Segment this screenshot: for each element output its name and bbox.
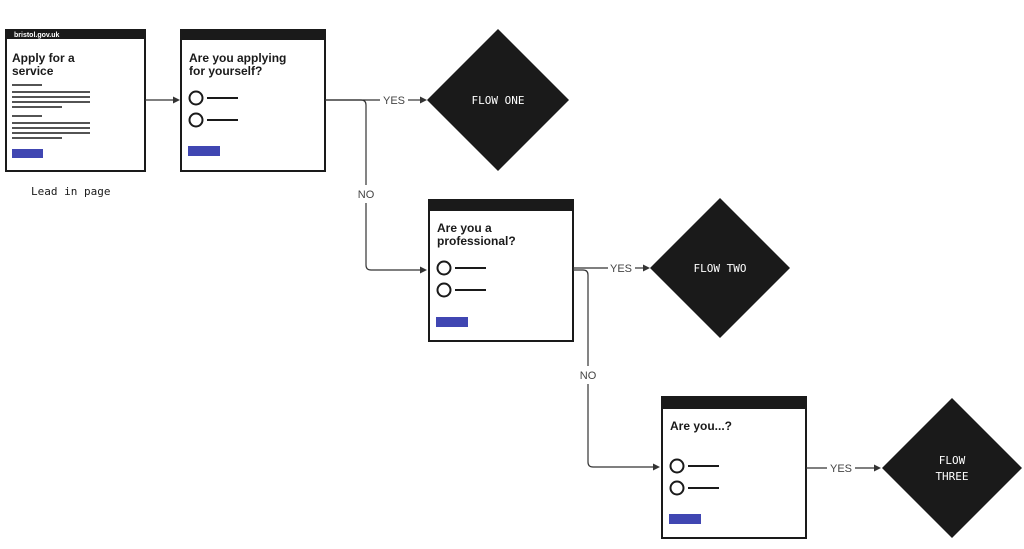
start-button-placeholder bbox=[12, 149, 43, 158]
yes-label: YES bbox=[610, 263, 632, 275]
no-label: NO bbox=[358, 189, 375, 201]
radio-option-2 bbox=[188, 112, 204, 128]
question-1-line-2: for yourself? bbox=[189, 64, 262, 78]
flow-two-label: FLOW TWO bbox=[694, 262, 747, 275]
connector-q3-yes: YES bbox=[806, 463, 881, 475]
continue-button-placeholder bbox=[436, 317, 468, 327]
flow-two-diamond: FLOW TWO bbox=[650, 198, 790, 338]
connector-q2-yes: YES bbox=[573, 263, 650, 275]
lead-in-title-line-1: Apply for a bbox=[12, 51, 75, 65]
connector-lead-to-q1 bbox=[145, 96, 180, 104]
yes-label: YES bbox=[830, 463, 852, 475]
question-2-line-1: Are you a bbox=[437, 221, 492, 235]
radio-option-2 bbox=[436, 282, 452, 298]
card-header-bar bbox=[429, 200, 573, 211]
flow-three-label-line-1: FLOW bbox=[939, 454, 966, 467]
lead-in-caption: Lead in page bbox=[31, 185, 110, 198]
connector-q2-no: NO bbox=[573, 269, 660, 471]
lead-in-title-line-2: service bbox=[12, 64, 54, 78]
continue-button-placeholder bbox=[669, 514, 701, 524]
connector-q1-yes: YES bbox=[325, 95, 427, 107]
yes-label: YES bbox=[383, 95, 405, 107]
no-label: NO bbox=[580, 370, 597, 382]
lead-in-page-card: bristol.gov.uk Apply for a service bbox=[5, 29, 146, 172]
card-header-bar bbox=[662, 397, 806, 409]
radio-option-1 bbox=[669, 458, 685, 474]
site-domain-label: bristol.gov.uk bbox=[14, 32, 59, 39]
question-3-line-1: Are you...? bbox=[670, 419, 732, 433]
flow-one-label: FLOW ONE bbox=[472, 94, 525, 107]
flow-three-label-line-2: THREE bbox=[935, 470, 968, 483]
radio-option-1 bbox=[436, 260, 452, 276]
connector-q1-no: NO bbox=[325, 99, 427, 274]
flow-three-diamond: FLOW THREE bbox=[882, 398, 1022, 538]
browser-header-bar bbox=[6, 30, 145, 39]
question-card-3: Are you...? bbox=[661, 396, 807, 539]
continue-button-placeholder bbox=[188, 146, 220, 156]
question-2-line-2: professional? bbox=[437, 234, 516, 248]
flow-one-diamond: FLOW ONE bbox=[427, 29, 569, 171]
question-card-2: Are you a professional? bbox=[428, 199, 574, 342]
radio-option-2 bbox=[669, 480, 685, 496]
question-card-1: Are you applying for yourself? bbox=[180, 29, 326, 172]
question-1-line-1: Are you applying bbox=[189, 51, 286, 65]
placeholder-text-lines bbox=[12, 84, 90, 139]
card-header-bar bbox=[181, 30, 325, 40]
radio-option-1 bbox=[188, 90, 204, 106]
